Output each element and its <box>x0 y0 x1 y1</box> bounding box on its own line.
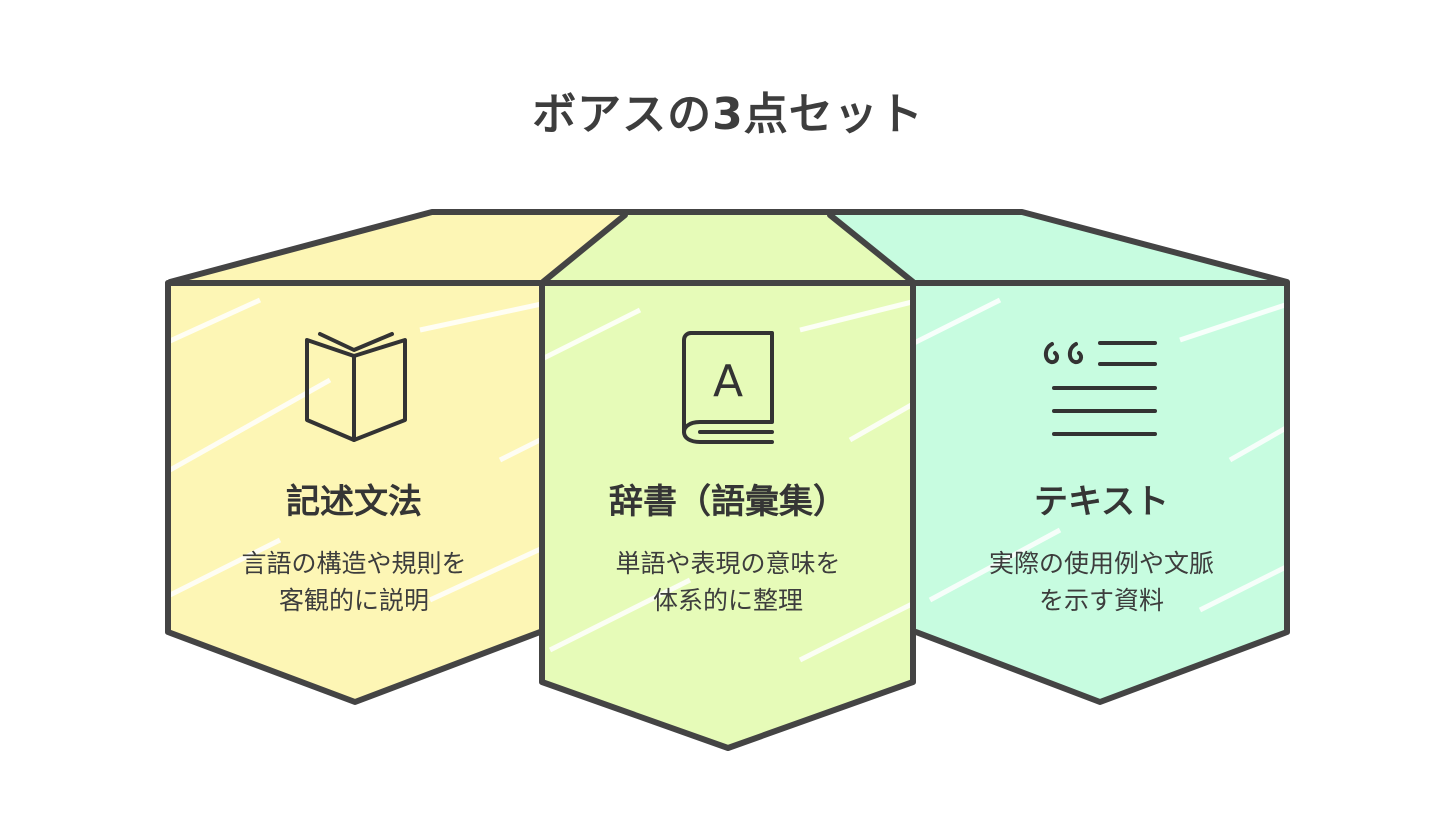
open-book-icon <box>305 332 407 442</box>
card1-top-fill <box>170 212 625 282</box>
dictionary-letter: A <box>713 356 743 407</box>
diagram-outlines <box>165 209 1290 751</box>
card-3-desc-line-2: を示す資料 <box>1038 586 1164 615</box>
card-1-desc-line-1: 言語の構造や規則を <box>241 549 467 578</box>
card-1-description: 言語の構造や規則を 客観的に説明 <box>168 545 540 619</box>
card2-top-fill <box>543 215 913 282</box>
card3-top-fill <box>830 212 1287 282</box>
card-2-description: 単語や表現の意味を 体系的に整理 <box>542 545 914 619</box>
diagram-title: ボアスの3点セット <box>532 89 924 140</box>
card-3: テキスト 実際の使用例や文脈 を示す資料 <box>916 474 1287 619</box>
card-1-heading: 記述文法 <box>286 482 422 522</box>
card-2: 辞書（語彙集） 単語や表現の意味を 体系的に整理 <box>542 474 914 619</box>
card-2-desc-line-1: 単語や表現の意味を <box>615 549 841 578</box>
card-2-desc-line-2: 体系的に整理 <box>652 586 803 615</box>
card-3-heading: テキスト <box>1034 482 1169 522</box>
dictionary-book-icon <box>682 331 774 444</box>
card-1: 記述文法 言語の構造や規則を 客観的に説明 <box>168 474 540 619</box>
card-1-desc-line-2: 客観的に説明 <box>278 586 429 615</box>
card-3-shape <box>916 283 1287 702</box>
card-2-heading: 辞書（語彙集） <box>609 482 847 522</box>
quote-text-icon <box>1043 341 1157 436</box>
card-3-description: 実際の使用例や文脈 を示す資料 <box>916 545 1287 619</box>
card-3-desc-line-1: 実際の使用例や文脈 <box>988 549 1214 578</box>
card-2-shape <box>542 283 913 748</box>
card-1-shape <box>168 283 540 702</box>
